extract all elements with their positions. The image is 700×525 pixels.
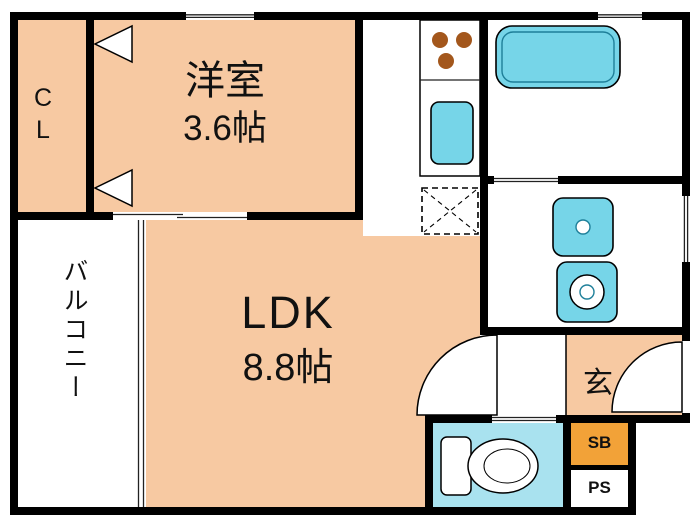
window-balcony-ldk <box>136 220 146 507</box>
wall-bedroom-south <box>18 212 363 220</box>
wall-washroom-south <box>480 327 690 335</box>
shoe-box-area <box>571 423 628 465</box>
washer-drum <box>569 274 605 310</box>
washbasin <box>552 197 614 257</box>
window-gap <box>136 220 146 507</box>
wall-hall-south <box>425 415 690 423</box>
toilet-floor <box>433 423 563 507</box>
wall-bath-south <box>480 176 690 184</box>
stove-burner-icon <box>432 32 448 48</box>
wall-right-upper <box>682 12 690 423</box>
wall-bedroom-east <box>355 20 363 220</box>
refrigerator-cross-line <box>423 189 477 233</box>
refrigerator-outline <box>421 187 479 235</box>
shoe-box-label: SB <box>587 433 612 452</box>
bedroom-label: 洋室 3.6帖 <box>105 58 345 150</box>
washbasin-drain <box>575 219 591 235</box>
washer-body <box>556 261 618 323</box>
counter <box>419 19 481 177</box>
ldk-name: LDK <box>241 287 335 338</box>
ldk-area: 8.8帖 <box>242 346 334 389</box>
entrance-label: 玄 <box>583 367 613 400</box>
ldk-floor <box>146 220 363 507</box>
kitchen-counter <box>419 19 481 177</box>
washbasin-body <box>552 197 614 257</box>
washer-drum-inner <box>579 284 595 300</box>
stove-burner-icon <box>456 32 472 48</box>
bedroom-floor <box>18 20 363 212</box>
wall-top <box>10 12 690 20</box>
bathtub-outer <box>495 25 621 89</box>
kitchen-sink <box>430 101 474 165</box>
balcony-label: バルコニー <box>60 258 88 403</box>
stove-burner-icon <box>438 53 454 69</box>
refrigerator-cross-line <box>423 189 477 233</box>
closet-label: CL <box>29 84 57 148</box>
washing-machine <box>556 261 618 323</box>
wall-toilet-west <box>425 415 433 515</box>
bathtub-rim <box>501 31 615 83</box>
bathtub <box>495 25 621 89</box>
wall-sb-ps-divider <box>563 465 636 470</box>
wall-closet-bedroom <box>86 20 94 216</box>
pipe-space-label: PS <box>588 478 611 497</box>
wall-left <box>10 12 18 515</box>
bedroom-name: 洋室 <box>185 59 265 103</box>
wall-bottom <box>10 507 636 515</box>
bedroom-area: 3.6帖 <box>183 109 267 148</box>
refrigerator-space <box>421 187 479 235</box>
ldk-label: LDK 8.8帖 <box>168 288 408 391</box>
